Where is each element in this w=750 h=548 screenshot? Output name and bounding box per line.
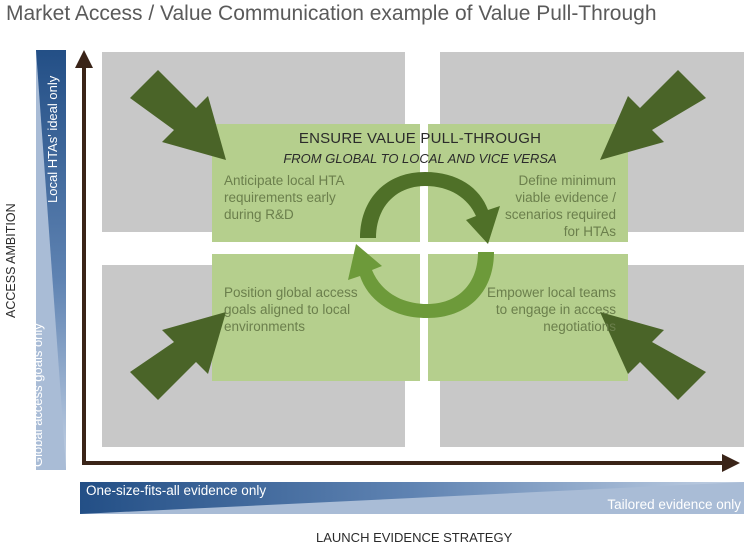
cycle-arrow-upper-icon — [360, 172, 500, 244]
y-axis-arrowhead-icon — [75, 50, 93, 68]
inward-arrow-tl-icon — [130, 70, 226, 160]
quadrant-text-top-right: Define minimum viable evidence / scenari… — [504, 173, 616, 239]
green-box-bottom-right — [428, 254, 628, 381]
center-subheading: FROM GLOBAL TO LOCAL AND VICE VERSA — [283, 151, 557, 166]
inward-arrow-bl-icon — [130, 312, 226, 400]
green-box-top-left — [212, 124, 420, 242]
y-axis-label: ACCESS AMBITION — [4, 203, 18, 318]
quadrant-text-bottom-right: Empower local teams to engage in access … — [486, 285, 616, 334]
inward-arrow-br-icon — [600, 312, 706, 400]
evidence-strategy-band-dark — [80, 482, 744, 514]
x-axis-arrowhead-icon — [722, 454, 740, 472]
quadrant-text-top-left: Anticipate local HTA requirements early … — [224, 173, 344, 222]
center-heading: ENSURE VALUE PULL-THROUGH — [298, 130, 542, 147]
cycle-arrows-icon — [348, 172, 500, 318]
band-left-label: One-size-fits-all evidence only — [86, 483, 267, 498]
cycle-arrow-lower-icon — [348, 244, 494, 318]
x-axis-label: LAUNCH EVIDENCE STRATEGY — [316, 530, 513, 545]
inward-arrow-tr-icon — [600, 70, 706, 160]
green-box-bottom-left — [212, 254, 420, 381]
access-ambition-band-dark — [36, 50, 66, 468]
band-top-label: Local HTAs' ideal only — [45, 75, 60, 203]
band-right-label: Tailored evidence only — [607, 497, 741, 512]
band-bottom-label: Global access goals only — [30, 323, 45, 467]
quadrant-text-bottom-left: Position global access goals aligned to … — [224, 285, 358, 334]
page-title: Market Access / Value Communication exam… — [6, 2, 657, 25]
